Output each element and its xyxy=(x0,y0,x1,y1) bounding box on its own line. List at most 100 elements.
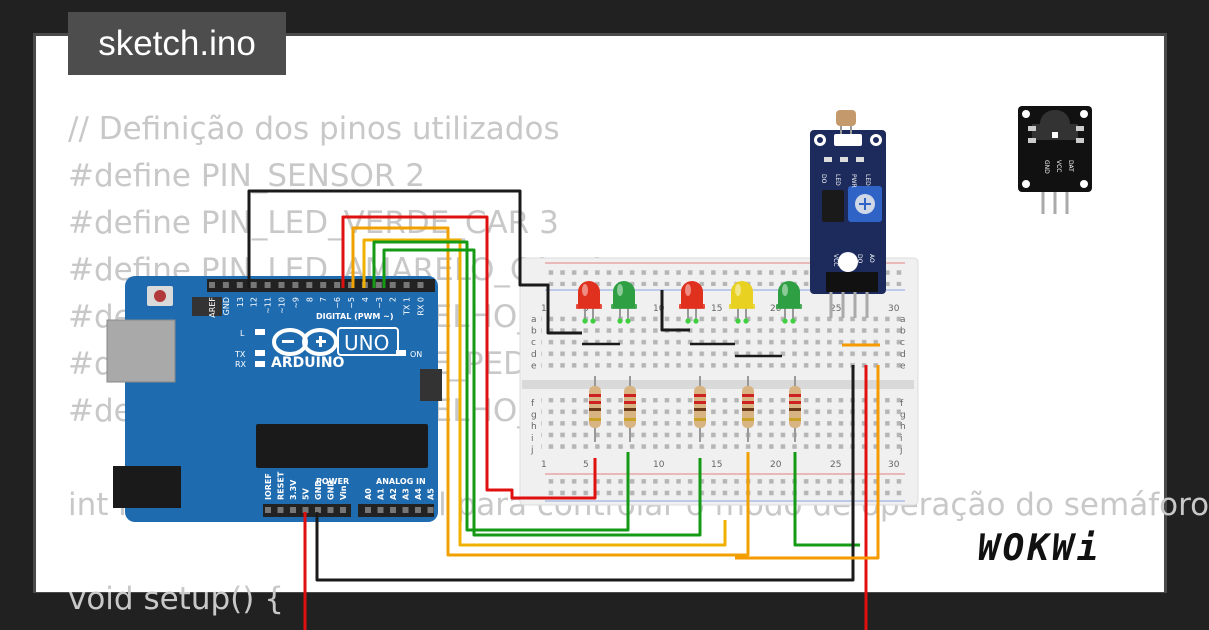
row-letter: h xyxy=(531,422,537,432)
ldr-board-label: DO xyxy=(820,174,827,184)
header-pin[interactable] xyxy=(340,507,346,513)
power-jack xyxy=(113,466,181,508)
digital-pwm-label: DIGITAL (PWM ~) xyxy=(316,312,394,321)
header-pin-label: ~5 xyxy=(347,297,356,309)
header-pin[interactable] xyxy=(375,282,382,288)
resistor-2[interactable] xyxy=(624,376,636,442)
header-pin[interactable] xyxy=(290,507,296,513)
led-green-2[interactable] xyxy=(776,281,802,324)
header-pin[interactable] xyxy=(427,507,434,513)
header-pin-label: ~3 xyxy=(375,297,384,309)
header-pin-label: 12 xyxy=(250,297,259,307)
icsp-header xyxy=(192,297,222,316)
code-line: #define PIN_LED_VERDE_CAR 3 xyxy=(68,205,559,241)
header-pin[interactable] xyxy=(250,282,257,288)
file-title[interactable]: sketch.ino xyxy=(68,12,286,75)
header-pin[interactable] xyxy=(292,282,299,288)
column-number: 10 xyxy=(653,460,665,470)
header-pin[interactable] xyxy=(264,282,271,288)
icsp-header-2 xyxy=(420,369,442,401)
wire-yellow-pin5 xyxy=(362,238,727,547)
column-number: 20 xyxy=(770,304,782,314)
row-letter: b xyxy=(531,327,537,337)
header-pin[interactable] xyxy=(306,282,313,288)
led-red-2[interactable] xyxy=(679,281,705,324)
header-pin-label: AREF xyxy=(208,297,217,318)
wire-green-pin4 xyxy=(372,240,630,532)
led-yellow[interactable] xyxy=(729,281,755,324)
on-led xyxy=(396,350,406,356)
header-pin-label: A0 xyxy=(364,488,373,500)
column-number: 1 xyxy=(541,460,547,470)
header-pin[interactable] xyxy=(389,282,396,288)
column-number: 20 xyxy=(770,460,782,470)
header-pin[interactable] xyxy=(377,507,384,513)
header-pin[interactable] xyxy=(278,282,285,288)
header-pin-label: A2 xyxy=(389,488,398,500)
ldr-pin-label: GND xyxy=(844,254,851,268)
header-pin[interactable] xyxy=(334,282,341,288)
on-label: ON xyxy=(410,350,422,359)
header-pin[interactable] xyxy=(365,507,371,513)
header-pin[interactable] xyxy=(277,507,284,513)
model-badge xyxy=(337,327,399,356)
header-pin-label: A3 xyxy=(402,488,411,500)
header-pin[interactable] xyxy=(402,507,409,513)
row-letter: e xyxy=(531,361,537,371)
wire-orange-sensor xyxy=(735,365,880,560)
column-number: 25 xyxy=(830,460,841,470)
header-pin-label: RESET xyxy=(277,471,286,500)
header-pin[interactable] xyxy=(415,507,421,513)
leds xyxy=(576,281,802,324)
header-pin[interactable] xyxy=(222,282,229,288)
header-pin-label: Vin xyxy=(339,485,348,500)
header-pin[interactable] xyxy=(320,282,327,288)
ir-receiver-module[interactable] xyxy=(1018,106,1092,214)
resistor-5[interactable] xyxy=(789,376,801,442)
reset-button-cap[interactable] xyxy=(154,290,166,302)
header-pin[interactable] xyxy=(236,282,243,288)
row-letter: i xyxy=(900,434,903,444)
led-red-1[interactable] xyxy=(576,281,602,324)
header-pin-label: 8 xyxy=(305,297,314,302)
resistor-1[interactable] xyxy=(589,376,601,442)
header-pin[interactable] xyxy=(265,507,271,513)
led-green-1[interactable] xyxy=(611,281,637,324)
wire-green-bottom xyxy=(793,452,860,547)
header-pin-label: GND xyxy=(222,297,231,315)
tx-led xyxy=(255,350,265,356)
ldr-pin-label: AO xyxy=(868,254,875,263)
header-pin-label: ~10 xyxy=(278,297,287,314)
row-letter: i xyxy=(531,434,534,444)
header-pin[interactable] xyxy=(315,507,321,513)
ldr-sensor-module[interactable] xyxy=(810,110,886,318)
header-pin[interactable] xyxy=(390,507,396,513)
ir-pin-label: VCC xyxy=(1055,160,1062,172)
column-number: 30 xyxy=(888,304,900,314)
ldr-pin-label: VCC xyxy=(832,254,839,266)
l-label: L xyxy=(240,329,245,338)
column-number: 1 xyxy=(541,304,547,314)
wire-black-gnd-top xyxy=(247,189,582,335)
header-pin-label: ~9 xyxy=(291,297,300,309)
resistor-4[interactable] xyxy=(742,376,754,442)
column-number: 25 xyxy=(830,304,841,314)
wires xyxy=(247,189,880,630)
header-pin[interactable] xyxy=(209,282,215,288)
code-line: // Definição dos pinos utilizados xyxy=(68,111,560,147)
header-pin[interactable] xyxy=(403,282,410,288)
resistor-3[interactable] xyxy=(694,376,706,442)
header-pin[interactable] xyxy=(417,282,424,288)
row-letter: c xyxy=(531,338,536,348)
column-number: 30 xyxy=(888,460,900,470)
header-pin[interactable] xyxy=(348,282,354,288)
row-letter: j xyxy=(530,445,534,455)
ldr-pin-label: DO xyxy=(856,254,863,264)
column-number: 15 xyxy=(711,304,722,314)
row-letter: a xyxy=(531,315,537,325)
header-pin[interactable] xyxy=(327,507,334,513)
header-pin[interactable] xyxy=(302,507,309,513)
